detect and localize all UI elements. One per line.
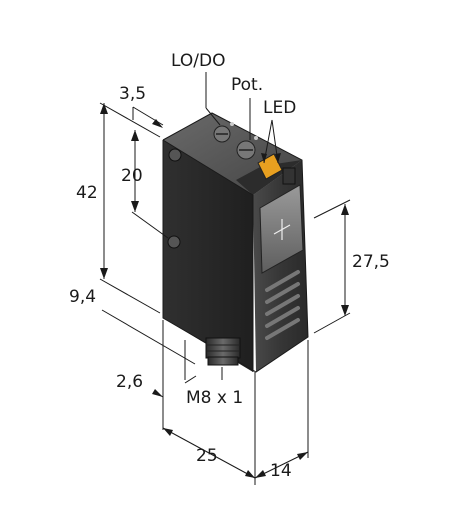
label-9-4: 9,4 <box>69 287 96 307</box>
dimension-lines <box>99 72 351 485</box>
mount-hole-upper <box>168 148 182 162</box>
vent-slots <box>265 270 300 340</box>
indicator-dot-1 <box>230 122 234 126</box>
label-pot: Pot. <box>231 75 263 95</box>
led-housing <box>282 167 296 185</box>
label-3-5: 3,5 <box>119 84 146 104</box>
label-lo-do: LO/DO <box>171 51 225 71</box>
label-42: 42 <box>76 183 98 203</box>
sensor-body <box>162 112 309 373</box>
side-face <box>163 140 253 372</box>
indicator-dot-2 <box>254 136 258 140</box>
label-2-6: 2,6 <box>116 372 143 392</box>
label-14: 14 <box>270 461 292 481</box>
label-20: 20 <box>121 166 143 186</box>
mount-hole-lower <box>167 235 181 249</box>
label-27-5: 27,5 <box>352 252 390 272</box>
label-25: 25 <box>196 446 218 466</box>
label-m8: M8 x 1 <box>186 388 243 408</box>
dimension-labels: LO/DO Pot. LED 3,5 42 20 27,5 9,4 2,6 M8… <box>69 51 390 481</box>
m8-connector <box>205 337 241 366</box>
label-led: LED <box>263 98 296 118</box>
